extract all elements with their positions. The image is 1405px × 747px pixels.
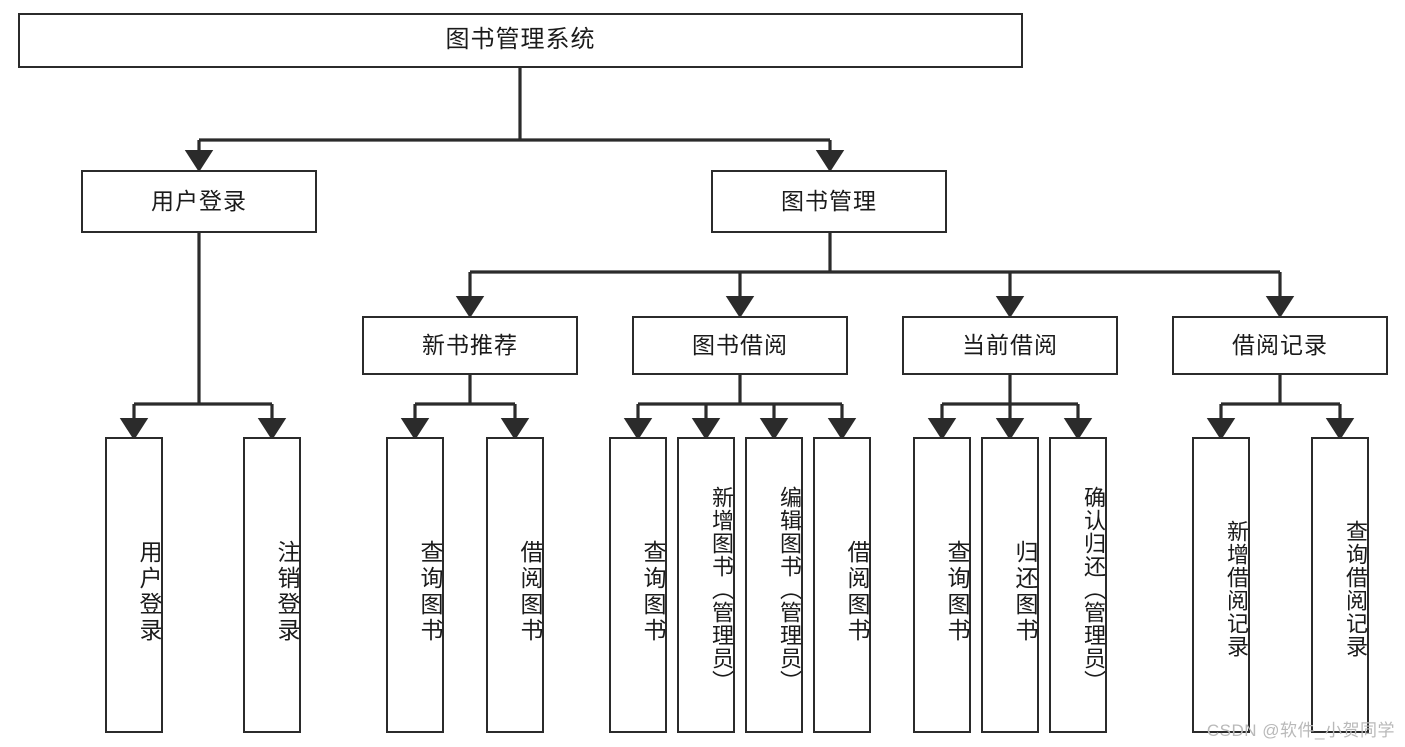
csdn-watermark: CSDN @软件_小贺同学 <box>1206 721 1395 740</box>
node-leaf-borrow-edit-book-admin[interactable]: 编辑图书（管理员） <box>745 437 803 733</box>
node-leaf-borrow-add-book-admin[interactable]: 新增图书（管理员） <box>677 437 735 733</box>
node-user-login[interactable]: 用户登录 <box>81 170 317 233</box>
node-leaf-borrow-borrow-book[interactable]: 借阅图书 <box>813 437 871 733</box>
node-leaf-user-logout[interactable]: 注销登录 <box>243 437 301 733</box>
node-book-borrow[interactable]: 图书借阅 <box>632 316 848 375</box>
node-root[interactable]: 图书管理系统 <box>18 13 1023 68</box>
node-leaf-recommend-query-book[interactable]: 查询图书 <box>386 437 444 733</box>
node-leaf-user-login[interactable]: 用户登录 <box>105 437 163 733</box>
node-leaf-recommend-borrow-book[interactable]: 借阅图书 <box>486 437 544 733</box>
node-book-manage[interactable]: 图书管理 <box>711 170 947 233</box>
node-leaf-current-query-book[interactable]: 查询图书 <box>913 437 971 733</box>
node-leaf-current-confirm-return-admin[interactable]: 确认归还（管理员） <box>1049 437 1107 733</box>
node-borrow-record[interactable]: 借阅记录 <box>1172 316 1388 375</box>
node-leaf-record-add-borrow-record[interactable]: 新增借阅记录 <box>1192 437 1250 733</box>
node-leaf-borrow-query-book[interactable]: 查询图书 <box>609 437 667 733</box>
node-current-borrow[interactable]: 当前借阅 <box>902 316 1118 375</box>
node-leaf-record-query-borrow-record[interactable]: 查询借阅记录 <box>1311 437 1369 733</box>
edges-group <box>119 68 1355 441</box>
node-new-book-recommend[interactable]: 新书推荐 <box>362 316 578 375</box>
node-leaf-current-return-book[interactable]: 归还图书 <box>981 437 1039 733</box>
